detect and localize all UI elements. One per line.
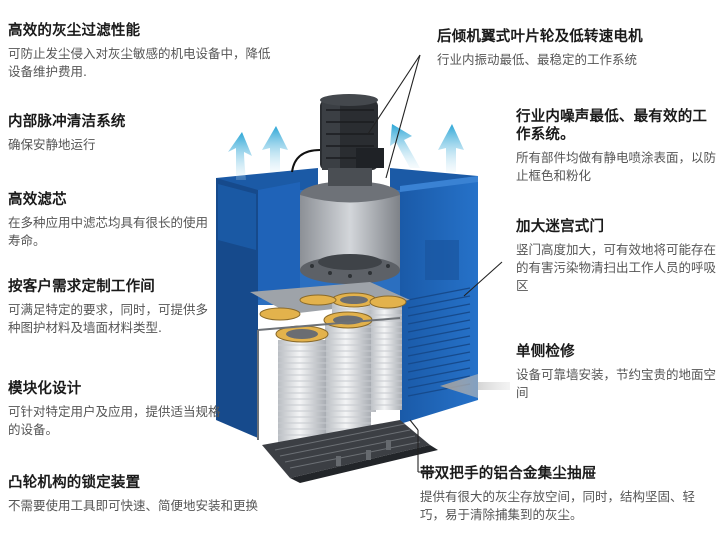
feature-desc: 不需要使用工具即可快速、简便地安装和更换 (8, 498, 259, 513)
feature-title: 模块化设计 (8, 381, 82, 397)
feature-title: 凸轮机构的锁定装置 (8, 475, 141, 491)
feature-title: 高效滤芯 (8, 192, 67, 208)
feature-labyrinth-door: 加大迷宫式门 竖门高度加大，可有效地将可能存在的有害污染物清扫出工作人员的呼吸区 (516, 218, 716, 295)
feature-filter-cartridge: 高效滤芯 在多种应用中滤芯均具有很长的使用寿命。 (8, 191, 208, 250)
feature-desc: 设备可靠墙安装，节约宝贵的地面空间 (516, 367, 717, 400)
feature-desc: 可满足特定的要求，同时，可提供多种图护材料及墙面材料类型. (8, 302, 209, 335)
feature-title: 带双把手的铝合金集尘抽屉 (420, 466, 597, 482)
feature-title: 内部脉冲清洁系统 (8, 114, 126, 130)
service-arrow (440, 374, 510, 398)
housing-front-upper (258, 182, 300, 300)
feature-desc: 可防止发尘侵入对灰尘敏感的机电设备中，降低设备维护费用. (8, 46, 271, 79)
feature-title: 高效的灰尘过滤性能 (8, 23, 141, 39)
feature-desc: 所有部件均做有静电喷涂表面，以防止框色和粉化 (516, 150, 717, 183)
leader-lines (367, 54, 503, 473)
dust-drawer (262, 420, 438, 483)
filter-frame (257, 317, 401, 440)
feature-title: 加大迷宫式门 (516, 219, 605, 235)
feature-fan-motor: 后倾机翼式叶片轮及低转速电机 行业内振动最低、最稳定的工作系统 (437, 28, 707, 69)
feature-desc: 行业内振动最低、最稳定的工作系统 (437, 52, 638, 67)
feature-pulse-cleaning: 内部脉冲清洁系统 确保安静地运行 (8, 113, 208, 154)
feature-title: 行业内噪声最低、最有效的工作系统。 (516, 109, 708, 143)
housing-left-panel (216, 178, 258, 438)
feature-low-noise: 行业内噪声最低、最有效的工作系统。 所有部件均做有静电喷涂表面，以防止框色和粉化 (516, 108, 716, 185)
feature-desc: 竖门高度加大，可有效地将可能存在的有害污染物清扫出工作人员的呼吸区 (516, 242, 717, 293)
feature-dust-drawer: 带双把手的铝合金集尘抽屉 提供有很大的灰尘存放空间，同时，结构坚固、轻巧，易于清… (420, 465, 715, 524)
feature-dust-filtration: 高效的灰尘过滤性能 可防止发尘侵入对灰尘敏感的机电设备中，降低设备维护费用. (8, 22, 278, 81)
feature-desc: 在多种应用中滤芯均具有很长的使用寿命。 (8, 215, 209, 248)
housing-right-door (400, 176, 478, 424)
feature-desc: 确保安静地运行 (8, 137, 96, 152)
feature-title: 后倾机翼式叶片轮及低转速电机 (437, 29, 643, 45)
feature-desc: 提供有很大的灰尘存放空间，同时，结构坚固、轻巧，易于清除捕集到的灰尘。 (420, 489, 696, 522)
feature-title: 单侧检修 (516, 344, 575, 360)
feature-custom-booth: 按客户需求定制工作间 可满足特定的要求，同时，可提供多种图护材料及墙面材料类型. (8, 278, 208, 337)
fan-housing (300, 181, 400, 284)
feature-title: 按客户需求定制工作间 (8, 279, 155, 295)
feature-cam-lock: 凸轮机构的锁定装置 不需要使用工具即可快速、简便地安装和更换 (8, 474, 308, 515)
feature-single-side-service: 单侧检修 设备可靠墙安装，节约宝贵的地面空间 (516, 343, 716, 402)
feature-modular-design: 模块化设计 可针对特定用户及应用，提供适当规格的设备。 (8, 380, 228, 439)
motor (291, 94, 384, 186)
feature-desc: 可针对特定用户及应用，提供适当规格的设备。 (8, 404, 221, 437)
